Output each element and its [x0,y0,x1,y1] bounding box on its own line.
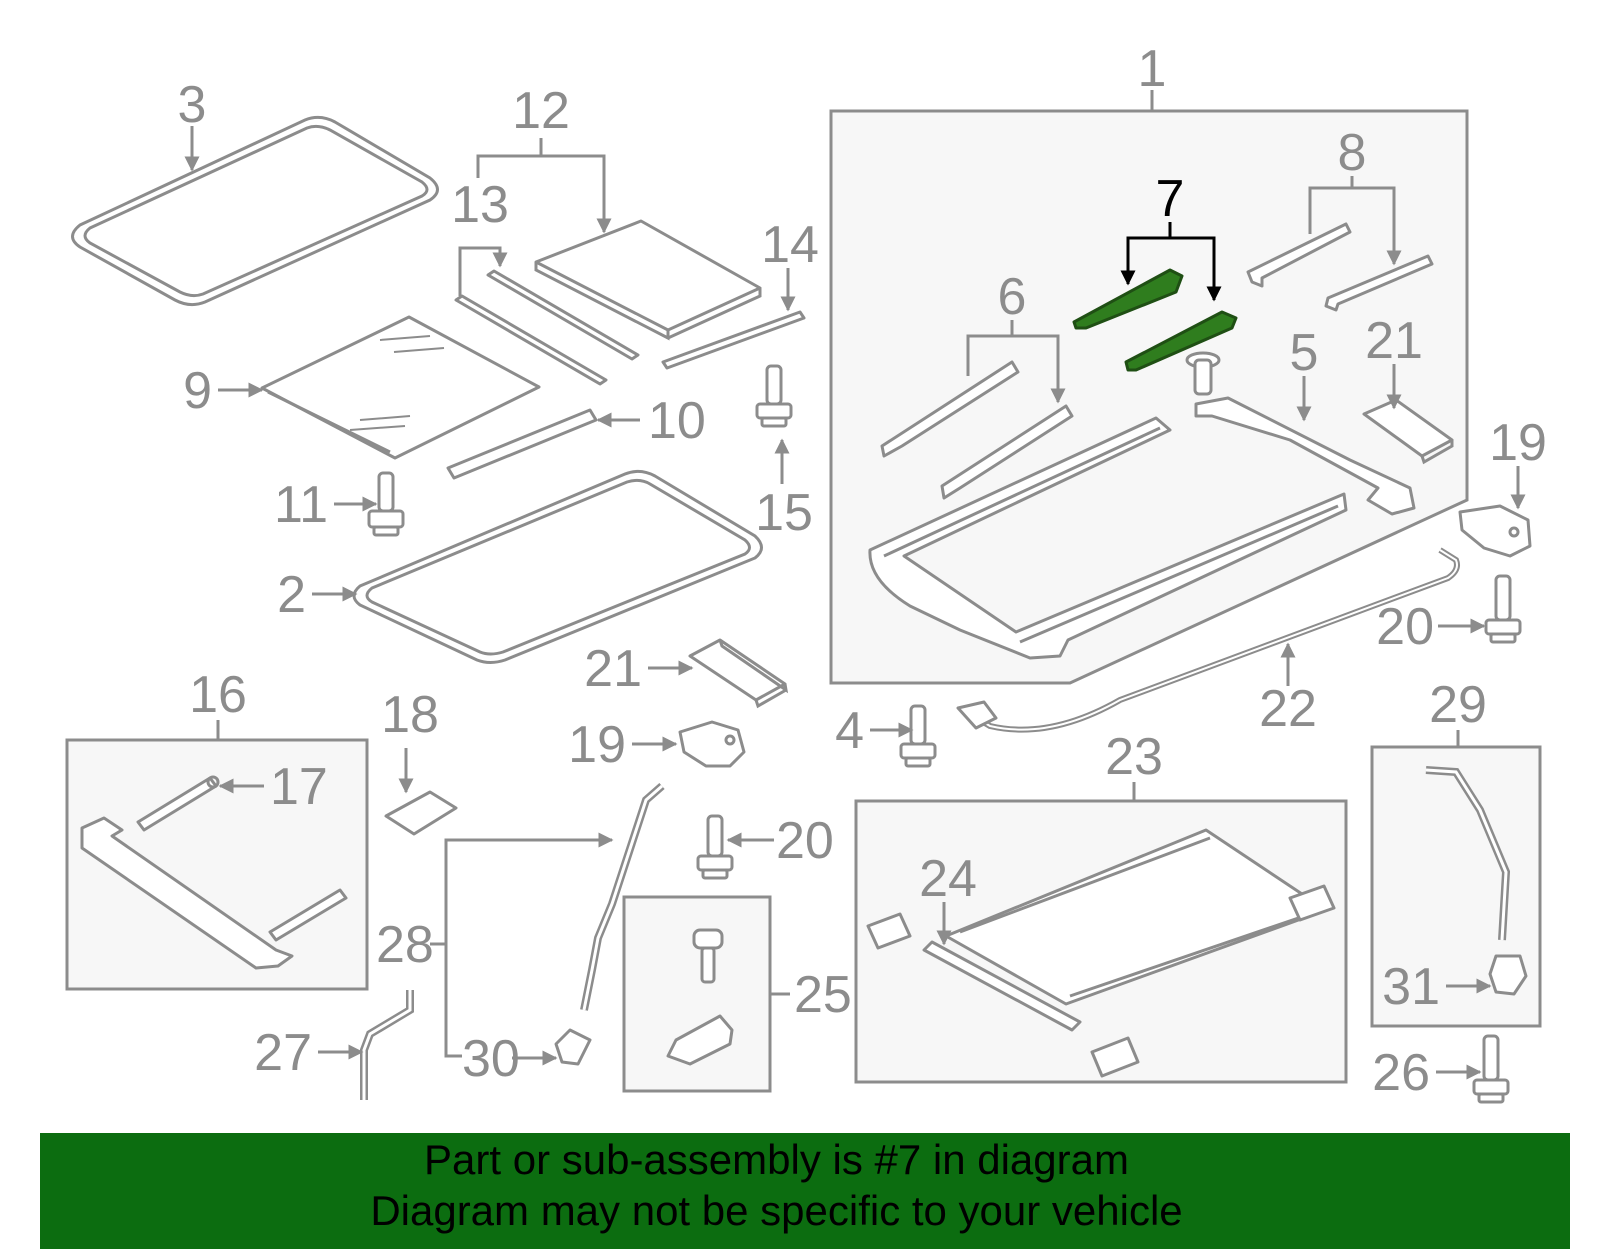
label-3: 3 [178,76,207,134]
label-13: 13 [451,176,509,234]
part-20-bolt-lower [696,814,734,880]
label-4: 4 [835,702,864,760]
part-20-bolt-right [1484,574,1522,644]
part-25-components [666,928,734,1066]
label-26: 26 [1372,1044,1430,1102]
part-16-rail [80,816,294,970]
part-13-strips [454,269,640,386]
label-6: 6 [998,268,1027,326]
label-11: 11 [274,476,328,534]
label-24: 24 [919,850,977,908]
part-7-guide-rails [1072,268,1238,372]
part-24-bar [922,940,1082,1032]
part-19-motor-right [1458,504,1532,558]
part-15-bolt [755,364,793,428]
part-3-seal [71,115,439,307]
label-12: 12 [512,82,570,140]
part-17-pin [136,775,220,832]
leader-lines [184,90,1526,1080]
info-banner: Part or sub-assembly is #7 in diagram Di… [40,1133,1570,1249]
label-29: 29 [1429,676,1487,734]
label-7: 7 [1156,170,1185,228]
part-7-leader [1120,222,1222,302]
label-20-lower: 20 [776,812,834,870]
part-27-hose [360,990,414,1100]
label-20-right: 20 [1376,598,1434,656]
label-27: 27 [254,1024,312,1082]
label-28: 28 [376,916,434,974]
label-1: 1 [1138,40,1167,98]
label-9: 9 [183,362,212,420]
part-14-strip [661,310,806,370]
part-4-bolt [899,704,937,768]
part-21-guide-upper [1362,398,1454,465]
part-5-rail [1194,396,1416,516]
part-11-bolt [367,471,405,537]
part-31-drain-valve [1488,954,1528,996]
label-19-lower: 19 [568,716,626,774]
part-9-glass [260,315,541,460]
part-6-rails [880,360,1074,500]
label-18: 18 [381,686,439,744]
part-21-guide-lower [688,638,789,709]
part-22-cable-end [956,700,998,730]
label-15: 15 [755,484,813,542]
label-14: 14 [761,216,819,274]
part-8-strips [1246,222,1434,312]
label-22: 22 [1259,680,1317,738]
banner-line-2: Diagram may not be specific to your vehi… [370,1187,1183,1234]
label-21-lower: 21 [584,640,642,698]
label-8: 8 [1338,124,1367,182]
part-2-seal [352,469,763,664]
label-31: 31 [1382,958,1440,1016]
label-5: 5 [1290,324,1319,382]
part-26-bolt [1472,1034,1510,1104]
label-10: 10 [648,392,706,450]
part-16-pin [268,888,348,942]
label-17: 17 [270,758,328,816]
part-1-frame [868,416,1348,660]
part-23-shade [944,828,1336,1006]
part-30-drain-valve [554,1028,592,1066]
part-24-end-caps [866,912,1140,1078]
part-10-deflector [446,408,598,480]
part-5-plug [1185,351,1221,396]
label-2: 2 [277,566,306,624]
label-23: 23 [1105,728,1163,786]
banner-line-1: Part or sub-assembly is #7 in diagram [424,1136,1129,1183]
part-19-motor-lower [678,720,746,768]
label-30: 30 [462,1030,520,1088]
part-18-clip [384,790,458,836]
label-16: 16 [189,666,247,724]
label-21-upper: 21 [1365,312,1423,370]
label-25: 25 [794,966,852,1024]
part-12-shade [534,219,762,341]
label-19-right: 19 [1489,414,1547,472]
